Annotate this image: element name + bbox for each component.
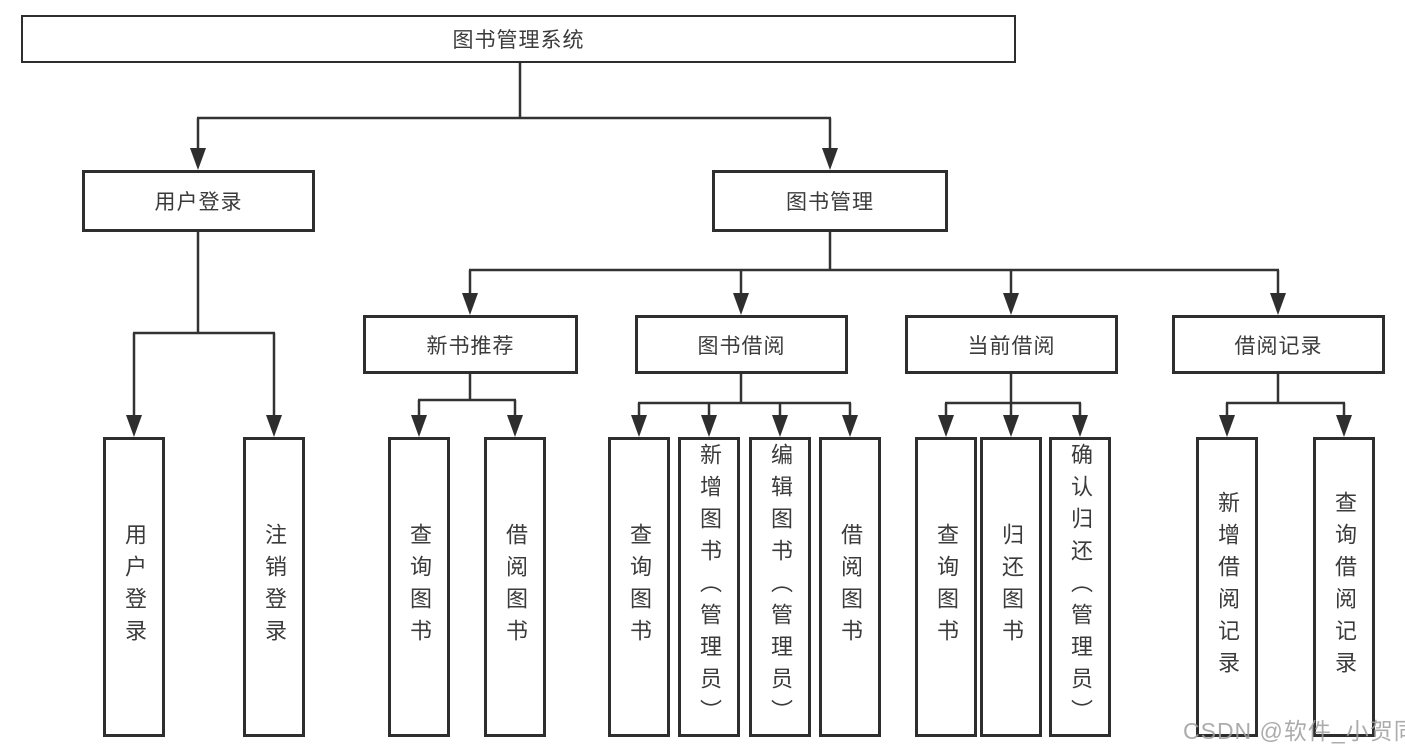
leaf-query-books-1: 查询图书 — [388, 437, 450, 737]
node-borrow-records: 借阅记录 — [1172, 315, 1385, 374]
leaf-query-borrow-record: 查询借阅记录 — [1313, 437, 1375, 737]
leaf-confirm-return-admin: 确认归还（管理员） — [1049, 437, 1111, 737]
node-book-borrow: 图书借阅 — [635, 315, 848, 374]
node-library-system: 图书管理系统 — [21, 15, 1016, 63]
leaf-borrow-books-2: 借阅图书 — [819, 437, 881, 737]
leaf-user-login: 用户登录 — [103, 437, 165, 737]
leaf-query-books-3: 查询图书 — [915, 437, 977, 737]
leaf-add-borrow-record: 新增借阅记录 — [1196, 437, 1258, 737]
node-new-book-recommend: 新书推荐 — [363, 315, 578, 374]
leaf-return-books: 归还图书 — [980, 437, 1042, 737]
node-book-management: 图书管理 — [712, 170, 948, 232]
node-user-login: 用户登录 — [82, 170, 315, 232]
leaf-query-books-2: 查询图书 — [608, 437, 670, 737]
node-current-borrow: 当前借阅 — [905, 315, 1118, 374]
leaf-borrow-books-1: 借阅图书 — [484, 437, 546, 737]
leaf-logout: 注销登录 — [243, 437, 305, 737]
leaf-edit-books-admin: 编辑图书（管理员） — [749, 437, 811, 737]
leaf-add-books-admin: 新增图书（管理员） — [678, 437, 740, 737]
watermark: CSDN @软件_小贺同学 — [1183, 718, 1405, 744]
